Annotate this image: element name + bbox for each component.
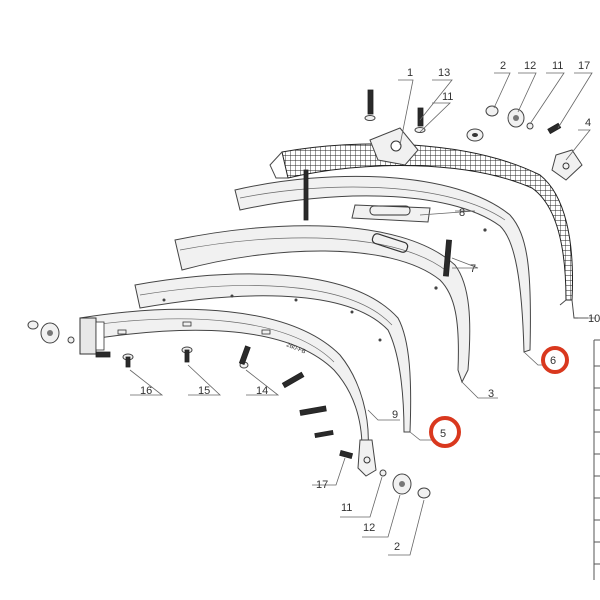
callout-17: 17 <box>578 60 590 72</box>
callout-12: 12 <box>524 60 536 72</box>
callout-6: 6 <box>550 355 556 367</box>
bottom-roller-hardware <box>339 450 431 499</box>
slot-plate-part <box>351 204 431 223</box>
callout-4: 4 <box>585 117 591 129</box>
callout-17: 17 <box>316 479 328 491</box>
callout-8: 8 <box>459 207 465 219</box>
callout-11: 11 <box>552 60 563 72</box>
callout-9: 9 <box>392 409 398 421</box>
outer-guide-band <box>234 175 531 353</box>
callout-2: 2 <box>500 60 506 72</box>
front-guide-band: 2B0-FB <box>79 308 377 477</box>
inner-guide-band <box>134 273 412 433</box>
parts-table-edge <box>593 339 600 580</box>
long-screws <box>303 169 452 277</box>
callout-16: 16 <box>140 385 152 397</box>
top-roller-hardware <box>485 105 562 135</box>
callout-5: 5 <box>440 428 446 440</box>
callout-1: 1 <box>407 67 413 79</box>
callout-10: 10 <box>588 313 600 325</box>
highlight-circle-5 <box>429 416 461 448</box>
callout-12: 12 <box>363 522 375 534</box>
callout-2: 2 <box>394 541 400 553</box>
callout-11: 11 <box>341 502 352 514</box>
loose-screws <box>122 345 334 438</box>
leader-lines <box>129 72 596 556</box>
top-bracket-part <box>364 89 583 181</box>
callout-7: 7 <box>470 263 476 275</box>
middle-guide-band <box>174 225 471 384</box>
callout-labels: 1 13 11 2 12 11 17 4 8 7 10 6 3 5 9 16 1… <box>140 60 600 553</box>
callout-11: 11 <box>442 91 453 103</box>
highlight-circle-6 <box>541 346 569 374</box>
callout-14: 14 <box>256 385 268 397</box>
callout-15: 15 <box>198 385 210 397</box>
callout-13: 13 <box>438 67 450 79</box>
left-roller-hardware <box>27 320 111 358</box>
callout-3: 3 <box>488 388 494 400</box>
